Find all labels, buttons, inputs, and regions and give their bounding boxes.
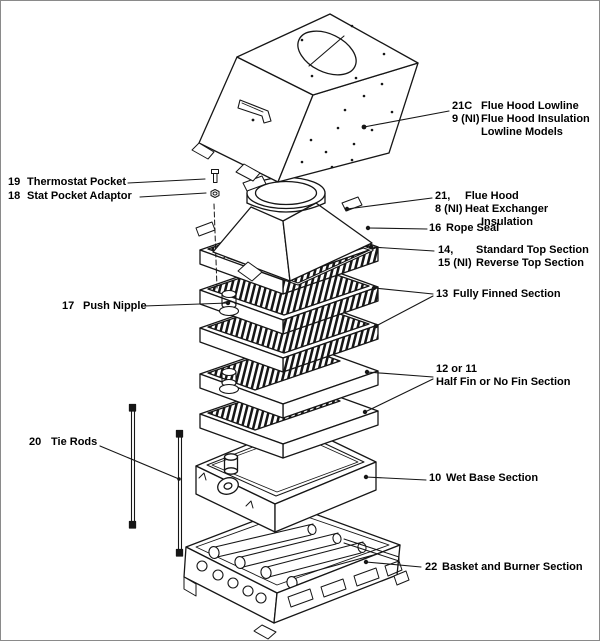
leader-wet-base	[365, 476, 427, 481]
part-name: Basket and Burner Section	[442, 561, 583, 573]
part-number: 21C	[452, 100, 473, 112]
part-number: 19	[8, 176, 21, 188]
rivet-dots	[251, 24, 394, 169]
callout-rope-seal: 16 Rope Seal	[429, 222, 499, 235]
callout-fully-finned-section: 13 Fully Finned Section	[436, 288, 561, 301]
push-nipple-drawing	[218, 289, 240, 395]
wet-base-section-drawing	[195, 423, 377, 533]
basket-feet	[183, 570, 410, 640]
stat-pocket-alignment-line	[213, 203, 218, 289]
part-name: Stat Pocket Adaptor	[27, 190, 132, 202]
part-name: Thermostat Pocket	[27, 176, 127, 188]
part-name: Heat Exchanger	[465, 203, 549, 215]
leader-dots	[177, 124, 379, 565]
leader-tie-rods	[99, 445, 180, 480]
burner-port-holes	[196, 560, 267, 604]
part-number: 18	[8, 190, 21, 202]
air-slots	[287, 560, 403, 608]
part-name: Half Fin or No Fin Section	[436, 376, 571, 388]
leader-flue-hood	[346, 197, 433, 210]
part-name: Reverse Top Section	[476, 257, 584, 269]
flue-hood-tabs	[195, 175, 363, 282]
leader-half-fin-section	[364, 371, 434, 413]
thermostat-pocket-drawing	[211, 169, 219, 183]
part-name: Standard Top Section	[476, 244, 589, 256]
part-number: 17	[62, 300, 75, 312]
leader-rope-seal	[367, 227, 428, 230]
callout-thermostat-pocket: 19 Thermostat Pocket	[8, 176, 126, 189]
callout-half-fin-section: 12 or 11 Half Fin or No Fin Section	[436, 363, 570, 389]
part-name: Lowline Models	[481, 126, 563, 138]
flue-hood-lowline-drawing	[191, 13, 419, 183]
part-name: Flue Hood Insulation	[481, 113, 590, 125]
leader-fully-finned-section	[373, 287, 434, 327]
leader-basket-burner	[365, 561, 422, 568]
callout-wet-base-section: 10 Wet Base Section	[429, 472, 538, 485]
part-number: 20	[29, 436, 42, 448]
callout-flue-hood-lowline: 21C Flue Hood Lowline 9 (NI)Flue Hood Ins…	[452, 100, 590, 139]
part-number: 8 (NI)	[435, 203, 463, 215]
part-number: 16	[429, 222, 442, 234]
part-name: Wet Base Section	[446, 472, 539, 484]
callout-flue-hood: 21, Flue Hood 8 (NI)Heat Exchanger Insula…	[435, 190, 548, 229]
leader-flue-hood-lowline	[363, 110, 450, 128]
tie-rods-drawing	[128, 403, 184, 557]
part-number: 13	[436, 288, 449, 300]
part-number: 10	[429, 472, 442, 484]
leader-top-section	[370, 246, 435, 252]
part-number: 21,	[435, 190, 451, 202]
callout-stat-pocket-adaptor: 18 Stat Pocket Adaptor	[8, 190, 132, 203]
part-name: Rope Seal	[446, 222, 500, 234]
part-name: 12 or 11	[436, 363, 477, 375]
callout-top-section: 14, Standard Top Section 15 (NI) Reverse T…	[438, 244, 589, 270]
stat-pocket-adaptor-drawing	[210, 189, 220, 198]
leader-lines	[99, 110, 450, 568]
basket-burner-section-drawing	[183, 505, 410, 640]
flue-hood-drawing	[195, 175, 373, 282]
part-name: Flue Hood Lowline	[481, 100, 579, 112]
part-number: 22	[425, 561, 438, 573]
part-name: Fully Finned Section	[453, 288, 561, 300]
leader-thermostat-pocket	[127, 178, 206, 184]
part-name: Tie Rods	[51, 436, 98, 448]
part-number: 15 (NI)	[438, 257, 472, 269]
callout-tie-rods: 20 Tie Rods	[29, 436, 97, 449]
callout-push-nipple: 17 Push Nipple	[62, 300, 147, 313]
part-number: 14,	[438, 244, 454, 256]
part-name: Push Nipple	[83, 300, 147, 312]
leader-stat-pocket-adaptor	[139, 192, 207, 198]
callout-basket-burner-section: 22 Basket and Burner Section	[425, 561, 583, 574]
part-name: Insulation	[481, 216, 533, 228]
part-number: 9 (NI)	[452, 113, 480, 125]
leader-push-nipple	[143, 302, 229, 307]
part-number	[452, 126, 481, 139]
part-name: Flue Hood	[465, 190, 519, 202]
